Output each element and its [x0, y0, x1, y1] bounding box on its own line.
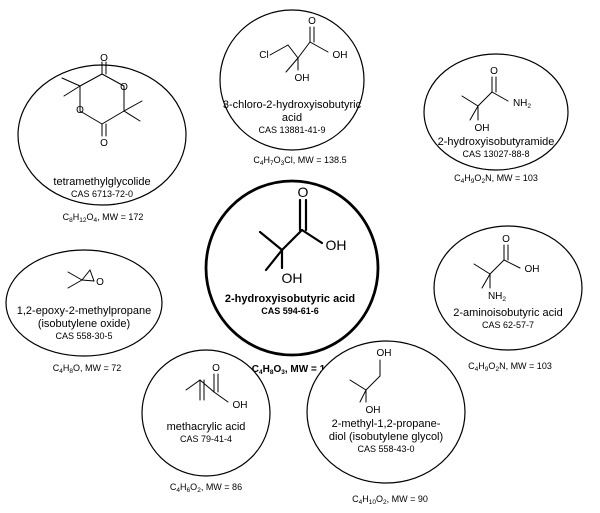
chloro-acid-name-line1: 3-chloro-2-hydroxyisobutyric — [223, 99, 362, 111]
compound-2-methyl-1-2-propanediol: OH OH 2-methyl-1,2-propane- diol (isobut… — [306, 340, 466, 506]
tetramethylglycolide-formula: C8H12O4, MW = 172 — [63, 212, 144, 224]
glycol-ellipse — [306, 340, 466, 484]
chloro-acid-ellipse — [219, 9, 365, 151]
center-atom-o: O — [298, 184, 309, 200]
amino-cas: CAS 62-57-7 — [482, 320, 534, 330]
center-formula: C4H8O3, MW = 104 — [252, 364, 337, 376]
center-ellipse — [204, 179, 380, 357]
compound-tetramethylglycolide: O O O O tetramethylglycolide CAS 6713-72… — [17, 53, 187, 224]
tetramethylglycolide-cas: CAS 6713-72-0 — [71, 189, 133, 199]
epoxy-name-line2: (isobutylene oxide) — [38, 318, 130, 330]
amino-atom-o: O — [502, 234, 510, 245]
tetramethylglycolide-atom-o-bottom: O — [100, 138, 108, 149]
center-atom-oh-acid: OH — [326, 237, 347, 253]
amide-atom-oh: OH — [475, 123, 490, 134]
chloro-acid-structure — [269, 26, 329, 73]
amide-formula: C4H9O2N, MW = 103 — [454, 173, 538, 185]
compound-methacrylic-acid: O OH methacrylic acid CAS 79-41-4 C4H6O2… — [141, 349, 271, 494]
compound-2-aminoisobutyric-acid: O OH NH2 2-aminoisobutyric acid CAS 62-5… — [433, 225, 583, 373]
tetramethylglycolide-atom-o-ring-left: O — [76, 105, 84, 116]
tetramethylglycolide-structure — [61, 61, 143, 137]
center-structure — [258, 198, 324, 272]
compound-3-chloro-2-hydroxyisobutyric-acid: Cl O OH OH 3-chloro-2-hydroxyisobutyric … — [219, 9, 365, 167]
amide-atom-nh2: NH2 — [513, 98, 531, 110]
amide-structure — [461, 76, 509, 121]
chloro-acid-formula: C4H7O3Cl, MW = 138.5 — [253, 155, 346, 167]
glycol-atom-oh-top: OH — [377, 348, 392, 359]
methacrylic-ellipse — [141, 349, 271, 477]
glycol-cas: CAS 558-43-0 — [357, 444, 414, 454]
glycol-name-line1: 2-methyl-1,2-propane- — [332, 418, 441, 430]
compound-1-2-epoxy-2-methylpropane: O 1,2-epoxy-2-methylpropane (isobutylene… — [5, 249, 163, 375]
amide-name: 2-hydroxyisobutyramide — [438, 136, 555, 148]
epoxy-cas: CAS 558-30-5 — [55, 331, 112, 341]
center-atom-oh: OH — [282, 270, 303, 286]
center-cas: CAS 594-61-6 — [261, 306, 319, 316]
amide-atom-o: O — [490, 66, 498, 77]
epoxy-name-line1: 1,2-epoxy-2-methylpropane — [17, 305, 152, 317]
methacrylic-name: methacrylic acid — [167, 421, 246, 433]
amino-ellipse — [433, 225, 583, 351]
glycol-atom-oh: OH — [366, 405, 381, 416]
chloro-acid-atom-o: O — [308, 16, 316, 27]
methacrylic-structure — [185, 373, 229, 403]
epoxy-atom-o: O — [96, 277, 104, 288]
epoxy-structure — [67, 269, 95, 289]
glycol-formula: C4H10O2, MW = 90 — [352, 494, 428, 506]
compound-2-hydroxyisobutyric-acid: O OH OH 2-hydroxyisobutyric acid CAS 594… — [204, 179, 380, 376]
chloro-acid-name-line2: acid — [282, 112, 302, 124]
epoxy-ellipse — [5, 249, 163, 357]
amide-ellipse — [423, 53, 569, 171]
epoxy-formula: C4H8O, MW = 72 — [53, 363, 122, 375]
amino-atom-oh: OH — [525, 264, 540, 275]
amide-cas: CAS 13027-88-8 — [462, 149, 529, 159]
amino-structure — [473, 244, 521, 289]
chloro-acid-atom-oh-acid: OH — [333, 50, 348, 61]
amino-name: 2-aminoisobutyric acid — [453, 307, 562, 319]
methacrylic-atom-o: O — [212, 363, 220, 374]
glycol-structure — [349, 359, 381, 403]
compound-2-hydroxyisobutyramide: O NH2 OH 2-hydroxyisobutyramide CAS 1302… — [423, 53, 569, 185]
amino-atom-nh2: NH2 — [488, 291, 506, 303]
chloro-acid-atom-cl: Cl — [259, 50, 268, 61]
chloro-acid-atom-oh: OH — [295, 73, 310, 84]
tetramethylglycolide-name: tetramethylglycolide — [53, 176, 150, 188]
amino-formula: C4H9O2N, MW = 103 — [468, 361, 552, 373]
chloro-acid-cas: CAS 13881-41-9 — [258, 125, 325, 135]
methacrylic-formula: C4H6O2, MW = 86 — [170, 482, 242, 494]
tetramethylglycolide-atom-o-ring-right: O — [120, 82, 128, 93]
center-name: 2-hydroxyisobutyric acid — [225, 293, 355, 305]
methacrylic-cas: CAS 79-41-4 — [180, 434, 232, 444]
glycol-name-line2: diol (isobutylene glycol) — [329, 431, 443, 443]
tetramethylglycolide-atom-o-top: O — [100, 53, 108, 64]
methacrylic-atom-oh: OH — [233, 400, 248, 411]
